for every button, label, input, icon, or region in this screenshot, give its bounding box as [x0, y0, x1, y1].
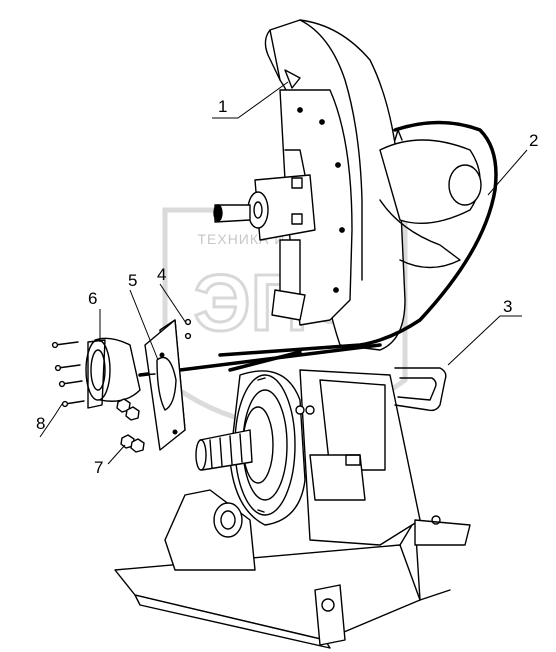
main-pulley [195, 370, 306, 526]
callout-8: 8 [36, 414, 46, 433]
leader-1 [212, 81, 289, 119]
leader-5 [129, 289, 159, 361]
gearbox-housing [295, 369, 471, 546]
leader-7 [107, 444, 126, 465]
callout-6: 6 [88, 289, 98, 308]
plate-bolts [184, 318, 192, 340]
callout-5: 5 [128, 271, 138, 290]
leader-2 [487, 149, 528, 196]
leader-4 [159, 283, 187, 324]
callout-3: 3 [503, 297, 513, 316]
callout-2: 2 [529, 131, 539, 150]
fan-rotor [379, 129, 482, 269]
leader-3 [447, 315, 522, 366]
leader-lines [39, 81, 528, 465]
tensioner-assembly [213, 149, 316, 321]
flange-hub [85, 337, 156, 409]
nuts [116, 398, 145, 453]
gasket-plate [144, 319, 186, 451]
callout-4: 4 [157, 265, 167, 284]
bolts [51, 341, 85, 408]
u-bolt [394, 367, 447, 412]
left-bracket [164, 489, 256, 571]
callout-1: 1 [218, 97, 228, 116]
callout-7: 7 [94, 458, 104, 477]
leader-8 [39, 403, 63, 438]
